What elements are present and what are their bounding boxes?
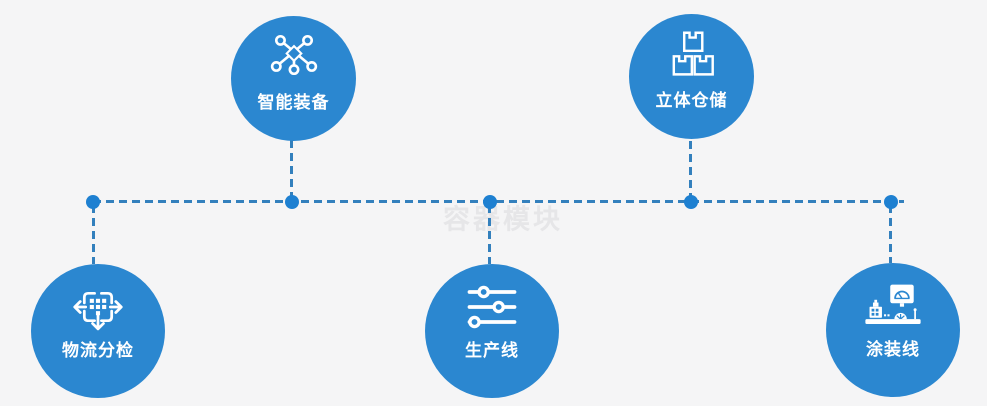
connector-vertical-logistics-sorting (92, 205, 95, 264)
node-label: 立体仓储 (655, 91, 728, 111)
sorting-arrows-icon (72, 282, 124, 332)
machine-gauge-icon (864, 281, 922, 331)
node-warehouse: 立体仓储 (629, 14, 754, 139)
connector-horizontal (93, 200, 904, 203)
junction-dot (285, 195, 299, 209)
node-label: 生产线 (465, 341, 519, 361)
connector-vertical-painting-line (889, 205, 892, 263)
node-logistics-sorting: 物流分检 (31, 264, 165, 398)
junction-dot (884, 195, 898, 209)
network-nodes-icon (269, 32, 319, 78)
node-label: 涂装线 (866, 340, 920, 360)
junction-dot (483, 195, 497, 209)
stacked-boxes-icon (667, 30, 717, 76)
connector-vertical-warehouse (689, 141, 692, 198)
node-smart-equipment: 智能装备 (231, 16, 356, 141)
node-label: 物流分检 (62, 341, 134, 361)
junction-dot (684, 195, 698, 209)
node-production-line: 生产线 (425, 264, 559, 398)
connector-vertical-smart-equipment (290, 140, 293, 198)
junction-dot (86, 195, 100, 209)
watermark: 容器模块 (443, 204, 563, 236)
sliders-icon (467, 282, 517, 332)
connector-vertical-production-line (488, 205, 491, 264)
node-label: 智能装备 (257, 93, 330, 113)
node-painting-line: 涂装线 (826, 263, 960, 397)
